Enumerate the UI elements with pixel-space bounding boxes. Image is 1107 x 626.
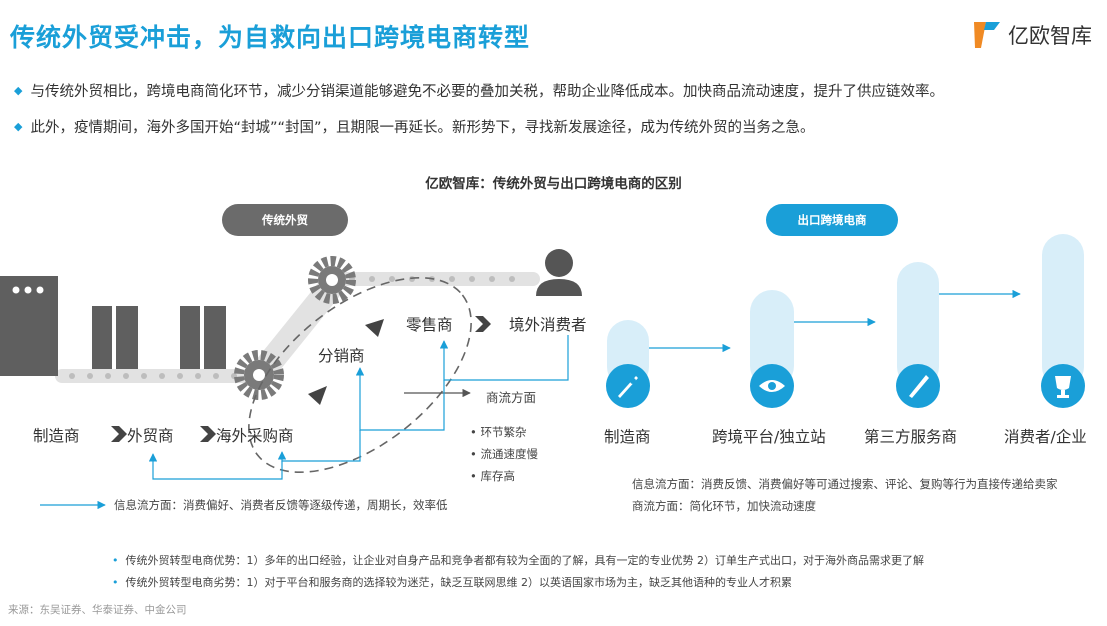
note-disadvantages: • 传统外贸转型电商劣势：1）对于平台和服务商的选择较为迷茫，缺乏互联网思维 2… (112, 576, 792, 589)
ecommerce-columns (607, 234, 1084, 388)
logo-icon (974, 22, 1000, 48)
commerce-label: 商流方面 (486, 390, 537, 405)
info-flow-lines (40, 335, 569, 510)
diamond-bullet-icon: ◆ (14, 120, 23, 133)
brush-icon (896, 364, 940, 408)
node-retailer: 零售商 (406, 316, 453, 334)
node-overseas-consumer: 境外消费者 (509, 316, 587, 334)
box-stack-icon (180, 306, 226, 369)
node-trader: 外贸商 (127, 427, 174, 445)
node-overseas-buyer: 海外采购商 (216, 427, 294, 445)
factory-icon (0, 276, 58, 376)
bullet-1: ◆ 与传统外贸相比，跨境电商简化环节，减少分销渠道能够避免不必要的叠加关税，帮助… (14, 80, 944, 101)
chevron-icons (111, 316, 491, 442)
trophy-icon (1041, 364, 1085, 408)
source-note: 来源：东吴证券、华泰证券、中金公司 (8, 604, 187, 616)
node-distributor: 分销商 (318, 347, 365, 365)
bullet-text: 与传统外贸相比，跨境电商简化环节，减少分销渠道能够避免不必要的叠加关税，帮助企业… (30, 84, 944, 100)
diamond-bullet-icon: ◆ (14, 84, 23, 97)
dashed-ellipse (248, 276, 472, 474)
ecom-node-consumer-enterprise: 消费者/企业 (1004, 428, 1087, 446)
eye-icon (750, 364, 794, 408)
bullet-2: ◆ 此外，疫情期间，海外多国开始“封城”“封国”，且期限一再延长。新形势下，寻找… (14, 116, 815, 137)
ecom-node-service-provider: 第三方服务商 (864, 428, 958, 446)
ecom-node-platform: 跨境平台/独立站 (712, 428, 826, 446)
ecommerce-flow-arrows (649, 289, 1021, 353)
commerce-point: • 库存高 (470, 469, 515, 483)
page-title: 传统外贸受冲击，为自救向出口跨境电商转型 (10, 23, 531, 52)
bullet-text: 此外，疫情期间，海外多国开始“封城”“封国”，且期限一再延长。新形势下，寻找新发… (30, 120, 815, 136)
ecom-node-manufacturer: 制造商 (604, 428, 651, 446)
ecom-info-flow: 信息流方面：消费反馈、消费偏好等可通过搜索、评论、复购等行为直接传递给卖家 (632, 477, 1058, 491)
brand-logo: 亿欧智库 (972, 18, 1092, 52)
diagram-title: 亿欧智库：传统外贸与出口跨境电商的区别 (425, 176, 682, 192)
person-icon (536, 249, 582, 296)
note-advantages: • 传统外贸转型电商优势：1）多年的出口经验，让企业对自身产品和竞争者都有较为全… (112, 554, 924, 567)
traditional-info-flow: 信息流方面：消费偏好、消费者反馈等逐级传递，周期长，效率低 (114, 498, 448, 512)
commerce-point: • 流通速度慢 (470, 447, 538, 461)
commerce-point: • 环节繁杂 (470, 425, 527, 439)
rocket-icon (606, 364, 650, 408)
logo-text: 亿欧智库 (1008, 24, 1092, 48)
ecom-commerce-flow: 商流方面：简化环节，加快流动速度 (632, 499, 816, 513)
ecommerce-pill: 出口跨境电商 (766, 204, 898, 236)
traditional-trade-pill: 传统外贸 (222, 204, 348, 236)
gear-icon (234, 350, 284, 400)
box-stack-icon (92, 306, 138, 369)
gear-icon (308, 256, 356, 304)
node-manufacturer: 制造商 (33, 427, 80, 445)
